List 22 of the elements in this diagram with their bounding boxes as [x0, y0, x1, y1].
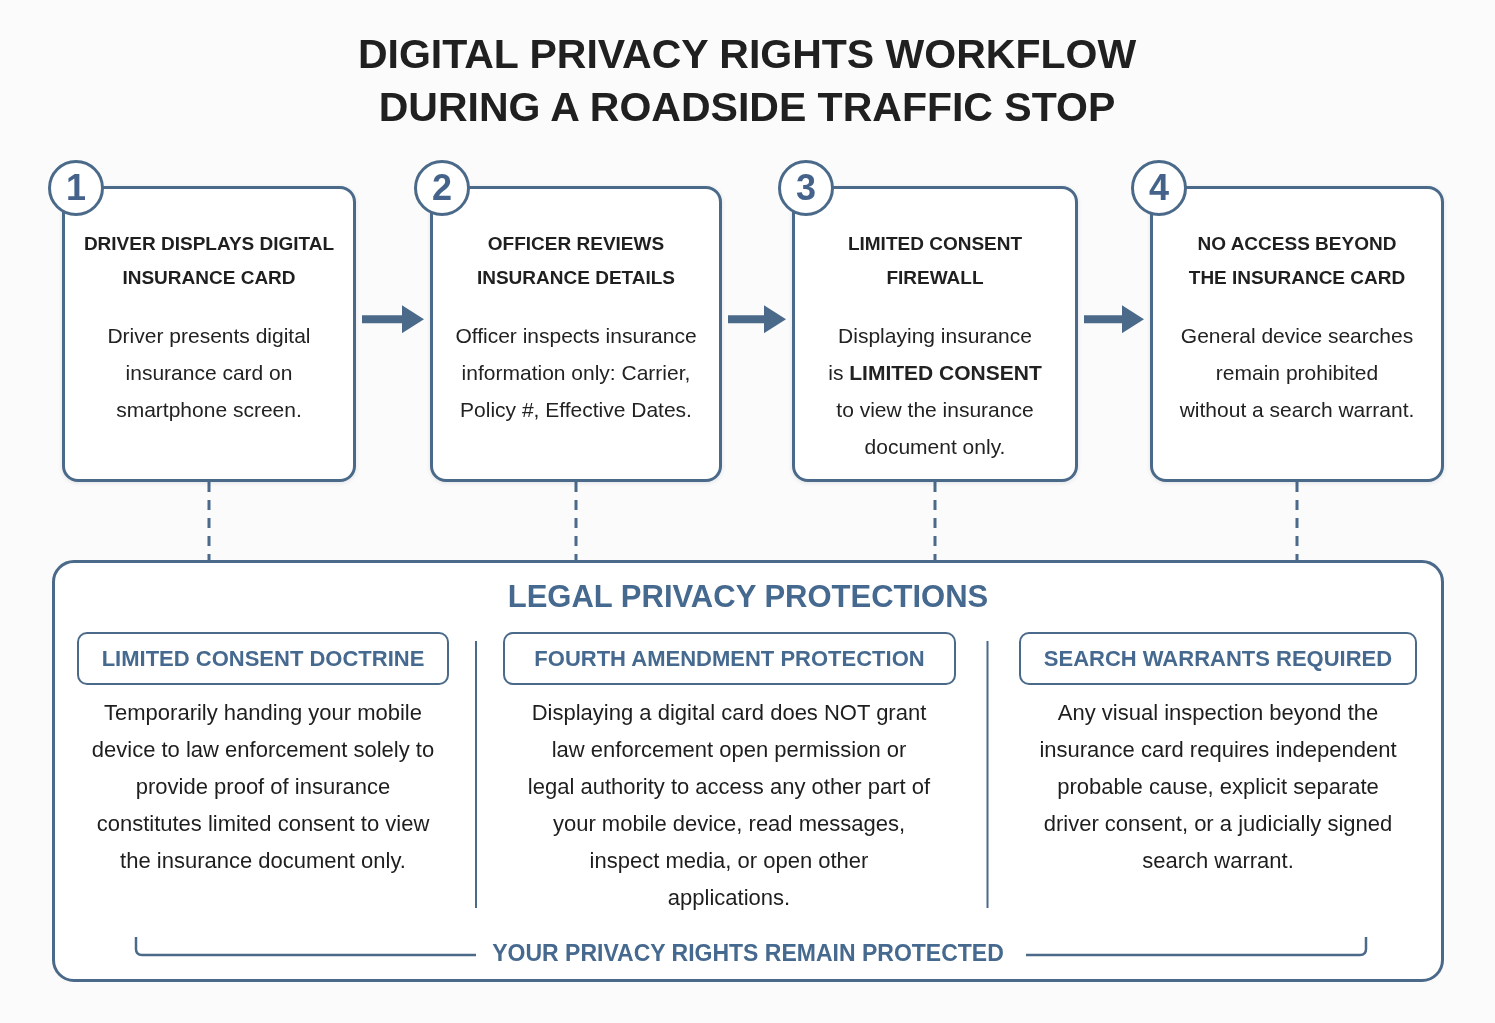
protections-panel	[52, 560, 1444, 982]
step-heading: LIMITED CONSENT FIREWALL	[846, 232, 1024, 290]
diagram-title: DIGITAL PRIVACY RIGHTS WORKFLOW DURING A ROADSIDE TRAFFIC STOP	[356, 30, 1138, 132]
section-heading-pill: SEARCH WARRANTS REQUIRED	[1019, 632, 1417, 685]
step-heading: DRIVER DISPLAYS DIGITAL INSURANCE CARD	[82, 232, 336, 290]
section-heading-pill: FOURTH AMENDMENT PROTECTION	[503, 632, 956, 685]
step-description: General device searches remain prohibited without a search warrant.	[1178, 323, 1416, 423]
panel-heading: LEGAL PRIVACY PROTECTIONS	[507, 578, 989, 616]
section-heading-pill: LIMITED CONSENT DOCTRINE	[77, 632, 449, 685]
dashed-connector	[933, 482, 937, 560]
step-description: Officer inspects insurance information only: Carrier, Policy #, Effective Dates.	[454, 323, 698, 423]
step-heading: NO ACCESS BEYOND THE INSURANCE CARD	[1187, 232, 1407, 290]
dashed-connector	[207, 482, 211, 560]
step-description: Displaying insurance is LIMITED CONSENT to view the insurance document only.	[827, 323, 1043, 460]
step-description: Driver presents digital insurance card on smartphone screen.	[106, 323, 312, 423]
section-description: Displaying a digital card does NOT grant law enforcement open permission or legal authority to access any other part of your mobile device, read messages, inspect media, or open other applications.	[527, 699, 931, 912]
summary-banner-text: YOUR PRIVACY RIGHTS REMAIN PROTECTED	[492, 939, 1004, 968]
section-description: Temporarily handing your mobile device to law enforcement solely to provide proof of insurance constitutes limited consent to view the insurance document only.	[90, 699, 436, 875]
dashed-connector	[574, 482, 578, 560]
section-description: Any visual inspection beyond the insurance card requires independent probable cause, explicit separate driver consent, or a judicially signed search warrant.	[1038, 699, 1398, 875]
dashed-connector	[1295, 482, 1299, 560]
step-heading: OFFICER REVIEWS INSURANCE DETAILS	[475, 232, 677, 290]
